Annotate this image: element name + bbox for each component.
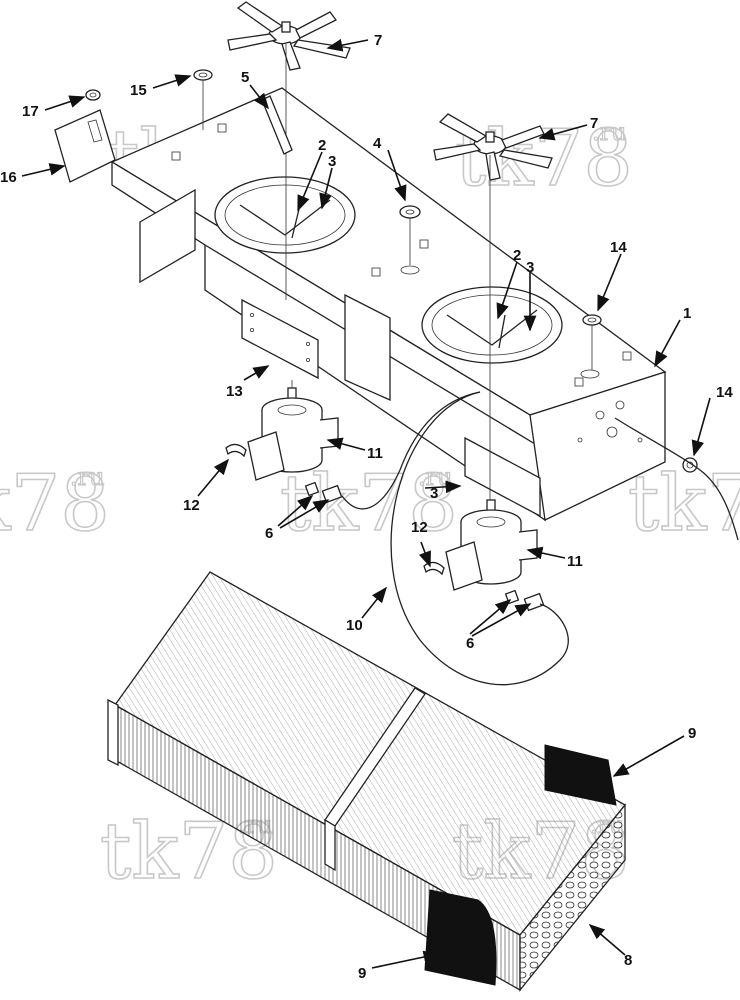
callout-14: 14 [716,384,733,401]
callout-9: 9 [358,965,366,982]
callout-3: 3 [430,485,438,502]
callout-1: 1 [683,305,691,322]
fan-motor-left [247,380,339,481]
condenser-coil [107,571,626,992]
callout-5: 5 [241,69,249,86]
callout-6: 6 [265,525,273,542]
condenser-fan-left [227,1,351,300]
watermark-text: tk78 [0,459,110,549]
callout-7: 7 [590,115,598,132]
fan-motor-right [445,499,538,591]
callout-3: 3 [526,259,534,276]
callout-12: 12 [183,497,200,514]
watermark-suffix: .ru [592,118,627,146]
callout-11: 11 [567,553,583,570]
callout-6: 6 [466,635,474,652]
watermark-suffix: .ru [70,463,105,491]
callout-9: 9 [688,725,696,742]
callout-14: 14 [610,239,627,256]
callout-7: 7 [374,32,382,49]
callout-3: 3 [328,153,336,170]
callout-16: 16 [0,169,17,186]
callout-8: 8 [624,952,632,969]
callout-leaders [21,38,711,969]
callout-11: 11 [367,445,383,462]
callout-labels: 1 2 2 3 3 3 4 5 6 6 7 7 8 9 9 10 11 11 1… [0,32,733,982]
condenser-fan-right [433,113,553,510]
watermark: tk78 .ru [0,458,111,550]
watermark-text: tk78 [628,459,740,549]
watermark: tk78 .ru [279,458,458,550]
callout-2: 2 [318,137,326,154]
callout-2: 2 [513,247,521,264]
callout-4: 4 [373,135,382,152]
watermark: tk78 [627,458,740,550]
watermark: tk78 .ru [454,113,633,205]
small-hardware [54,69,698,473]
callout-13: 13 [226,383,243,400]
fan-shroud-housing [110,87,667,522]
callout-17: 17 [22,103,39,120]
callout-12: 12 [411,519,428,536]
callout-10: 10 [346,617,363,634]
callout-15: 15 [130,82,147,99]
